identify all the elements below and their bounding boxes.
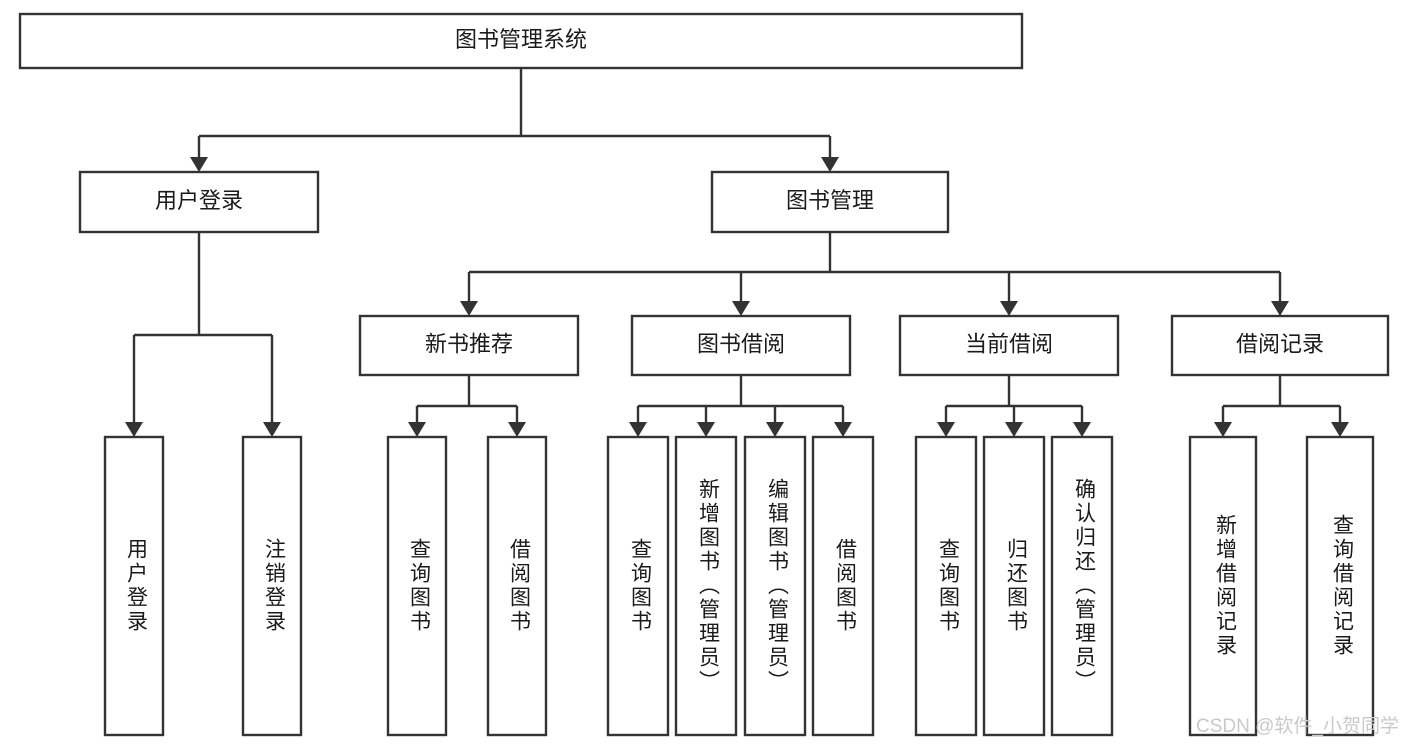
node-label: 借阅图书 (833, 538, 857, 634)
node-label: 用户登录 (155, 188, 243, 213)
connector-l2_a (125, 232, 281, 437)
node-box (630, 314, 852, 377)
node-box (1050, 435, 1114, 737)
arrow-head-icon (732, 301, 750, 316)
node-box (386, 435, 448, 737)
node-leaf_2[interactable]: 注销登录 (241, 435, 303, 737)
node-label: 借阅图书 (507, 538, 531, 634)
node-l3_b[interactable]: 图书借阅 (630, 314, 852, 377)
arrow-head-icon (937, 422, 955, 437)
node-label: 查询图书 (936, 538, 960, 634)
node-box (606, 435, 670, 737)
node-box (103, 435, 165, 737)
node-label: 当前借阅 (965, 331, 1053, 356)
node-box (358, 314, 580, 377)
node-leaf_10[interactable]: 归还图书 (982, 435, 1046, 737)
node-box (898, 314, 1120, 377)
node-leaf_13[interactable]: 查询借阅记录 (1305, 435, 1375, 737)
arrow-head-icon (766, 422, 784, 437)
arrow-head-icon (408, 422, 426, 437)
node-label: 图书管理系统 (455, 27, 587, 52)
node-label: 确认归还（管理员） (1072, 478, 1096, 694)
node-label: 归还图书 (1004, 538, 1028, 634)
connector-l3_b (629, 375, 852, 437)
node-label: 查询图书 (407, 538, 431, 634)
node-box (1188, 435, 1258, 737)
node-leaf_5[interactable]: 查询图书 (606, 435, 670, 737)
node-label: 新增借阅记录 (1213, 514, 1237, 658)
node-label: 查询图书 (628, 538, 652, 634)
node-label: 图书管理 (786, 188, 874, 213)
node-box (811, 435, 875, 737)
node-leaf_9[interactable]: 查询图书 (914, 435, 978, 737)
arrow-head-icon (834, 422, 852, 437)
node-box (78, 170, 320, 234)
connector-l3_a (408, 375, 526, 437)
arrow-head-icon (1214, 422, 1232, 437)
node-box (743, 435, 807, 737)
node-box (1305, 435, 1375, 737)
connector-l3_c (937, 375, 1091, 437)
node-layer: 图书管理系统用户登录图书管理新书推荐图书借阅当前借阅借阅记录用户登录注销登录查询… (18, 12, 1390, 737)
node-leaf_4[interactable]: 借阅图书 (486, 435, 548, 737)
arrow-head-icon (629, 422, 647, 437)
node-leaf_12[interactable]: 新增借阅记录 (1188, 435, 1258, 737)
arrow-head-icon (1000, 301, 1018, 316)
arrow-head-icon (697, 422, 715, 437)
node-box (486, 435, 548, 737)
connector-layer (125, 68, 1349, 437)
node-box (1170, 314, 1390, 377)
node-box (982, 435, 1046, 737)
node-l3_c[interactable]: 当前借阅 (898, 314, 1120, 377)
connector-l2_b (460, 232, 1289, 316)
arrow-head-icon (1073, 422, 1091, 437)
csdn-watermark: CSDN @软件_小贺同学 (1196, 715, 1399, 737)
node-label: 编辑图书（管理员） (765, 478, 789, 694)
node-leaf_6[interactable]: 新增图书（管理员） (674, 435, 738, 737)
node-leaf_7[interactable]: 编辑图书（管理员） (743, 435, 807, 737)
node-l2_a[interactable]: 用户登录 (78, 170, 320, 234)
node-box (710, 170, 950, 234)
node-box (674, 435, 738, 737)
arrow-head-icon (263, 422, 281, 437)
arrow-head-icon (1005, 422, 1023, 437)
arrow-head-icon (190, 157, 208, 172)
node-label: 查询借阅记录 (1330, 514, 1354, 658)
connector-root (190, 68, 839, 172)
node-box (241, 435, 303, 737)
node-leaf_8[interactable]: 借阅图书 (811, 435, 875, 737)
node-leaf_11[interactable]: 确认归还（管理员） (1050, 435, 1114, 737)
node-label: 注销登录 (262, 538, 286, 634)
arrow-head-icon (1331, 422, 1349, 437)
arrow-head-icon (1271, 301, 1289, 316)
connector-l3_d (1214, 375, 1349, 437)
node-l3_d[interactable]: 借阅记录 (1170, 314, 1390, 377)
node-label: 新增图书（管理员） (696, 478, 720, 694)
node-leaf_3[interactable]: 查询图书 (386, 435, 448, 737)
node-root[interactable]: 图书管理系统 (18, 12, 1024, 70)
node-label: 借阅记录 (1236, 331, 1324, 356)
arrow-head-icon (460, 301, 478, 316)
node-l3_a[interactable]: 新书推荐 (358, 314, 580, 377)
node-leaf_1[interactable]: 用户登录 (103, 435, 165, 737)
node-box (914, 435, 978, 737)
node-label: 用户登录 (124, 538, 148, 634)
arrow-head-icon (125, 422, 143, 437)
arrow-head-icon (821, 157, 839, 172)
arrow-head-icon (508, 422, 526, 437)
node-l2_b[interactable]: 图书管理 (710, 170, 950, 234)
node-label: 新书推荐 (425, 331, 513, 356)
node-label: 图书借阅 (697, 331, 785, 356)
node-box (18, 12, 1024, 70)
